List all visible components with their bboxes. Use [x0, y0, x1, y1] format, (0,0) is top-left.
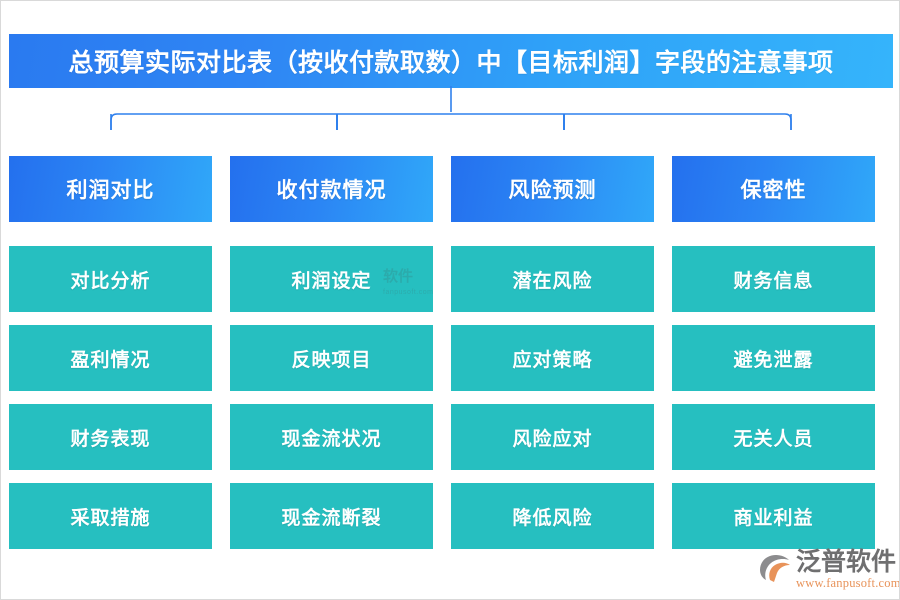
item-box[interactable]: 无关人员: [672, 404, 875, 470]
item-box[interactable]: 风险应对: [451, 404, 654, 470]
brand-logo: 泛普软件 www.fanpusoft.com: [757, 548, 900, 590]
column-payment-status: 收付款情况 利润设定 反映项目 现金流状况 现金流断裂: [230, 156, 433, 549]
column-items-3: 财务信息 避免泄露 无关人员 商业利益: [672, 246, 875, 549]
item-box[interactable]: 潜在风险: [451, 246, 654, 312]
connector-lines: [110, 86, 792, 130]
column-risk-forecast: 风险预测 潜在风险 应对策略 风险应对 降低风险: [451, 156, 654, 549]
item-box[interactable]: 降低风险: [451, 483, 654, 549]
item-box[interactable]: 采取措施: [9, 483, 212, 549]
column-items-1: 利润设定 反映项目 现金流状况 现金流断裂: [230, 246, 433, 549]
brand-url: www.fanpusoft.com: [796, 576, 900, 590]
item-box[interactable]: 反映项目: [230, 325, 433, 391]
item-box[interactable]: 现金流断裂: [230, 483, 433, 549]
page-title-banner: 总预算实际对比表（按收付款取数）中【目标利润】字段的注意事项: [9, 34, 893, 88]
item-box[interactable]: 应对策略: [451, 325, 654, 391]
page-title: 总预算实际对比表（按收付款取数）中【目标利润】字段的注意事项: [68, 49, 834, 77]
fanpu-swoosh-icon: [760, 554, 790, 582]
column-header-1[interactable]: 收付款情况: [230, 156, 433, 222]
column-header-2[interactable]: 风险预测: [451, 156, 654, 222]
item-box[interactable]: 避免泄露: [672, 325, 875, 391]
brand-text-wrap: 泛普软件 www.fanpusoft.com: [796, 548, 900, 590]
column-items-2: 潜在风险 应对策略 风险应对 降低风险: [451, 246, 654, 549]
item-box[interactable]: 盈利情况: [9, 325, 212, 391]
column-items-0: 对比分析 盈利情况 财务表现 采取措施: [9, 246, 212, 549]
item-box[interactable]: 财务表现: [9, 404, 212, 470]
item-box[interactable]: 利润设定: [230, 246, 433, 312]
column-confidentiality: 保密性 财务信息 避免泄露 无关人员 商业利益: [672, 156, 875, 549]
item-box[interactable]: 现金流状况: [230, 404, 433, 470]
item-box[interactable]: 对比分析: [9, 246, 212, 312]
column-header-0[interactable]: 利润对比: [9, 156, 212, 222]
item-box[interactable]: 财务信息: [672, 246, 875, 312]
column-profit-comparison: 利润对比 对比分析 盈利情况 财务表现 采取措施: [9, 156, 212, 549]
item-box[interactable]: 商业利益: [672, 483, 875, 549]
brand-name: 泛普软件: [796, 548, 897, 576]
column-header-3[interactable]: 保密性: [672, 156, 875, 222]
columns-container: 利润对比 对比分析 盈利情况 财务表现 采取措施 收付款情况 利润设定 反映项目…: [9, 156, 893, 549]
